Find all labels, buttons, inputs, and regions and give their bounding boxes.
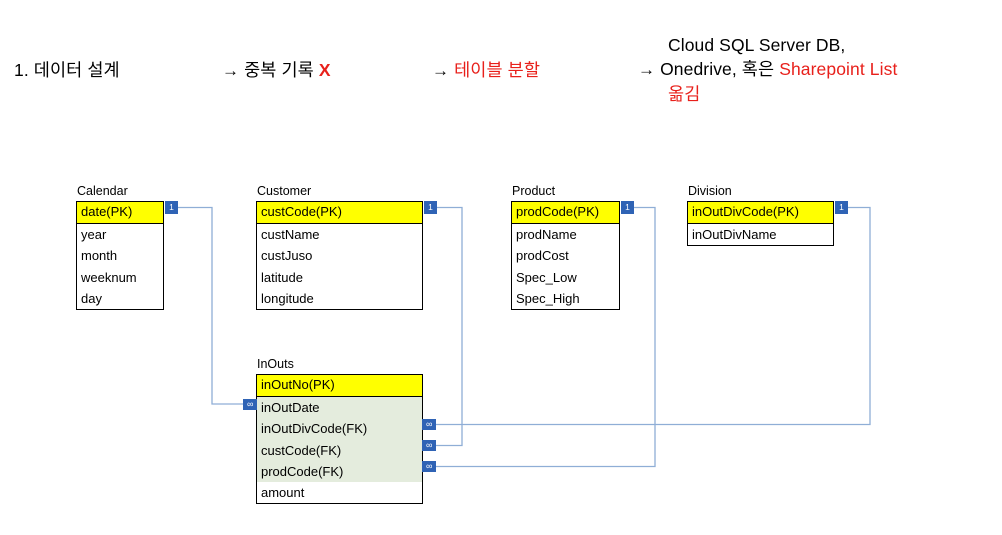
field-row: latitude (257, 266, 422, 288)
field-row: date(PK) (77, 202, 163, 224)
field-row: Spec_Low (512, 266, 619, 288)
field-row: Spec_High (512, 287, 619, 310)
entity-box-customer: custCode(PK) custName custJuso latitude … (256, 201, 423, 311)
field-row: custName (257, 224, 422, 246)
field-row: custCode(PK) (257, 202, 422, 224)
arrow-icon: → (432, 61, 450, 80)
connector-calendar-inouts (178, 206, 251, 405)
field-row: weeknum (77, 266, 163, 288)
field-row: prodCode(FK) (257, 460, 422, 483)
cardinality-badge-one-customer: 1 (424, 201, 437, 214)
header-step-4-line3: 옮김 (668, 84, 701, 104)
field-row: inOutDivCode(FK) (257, 418, 422, 440)
arrow-icon: → (222, 61, 240, 80)
connector-customer-inouts (434, 206, 463, 447)
header-step-4-line2-red: Sharepoint List (779, 59, 898, 79)
entity-box-division: inOutDivCode(PK) inOutDivName (687, 201, 834, 247)
field-row: custJuso (257, 245, 422, 267)
field-row: prodCode(PK) (512, 202, 619, 224)
header-step-2-label: 중복 기록 (244, 60, 314, 80)
header-step-2-mark: X (318, 60, 331, 80)
entity-title-customer: Customer (257, 184, 312, 198)
field-row: prodCost (512, 245, 619, 267)
header-step-3-label: 테이블 분할 (454, 60, 541, 80)
entity-division[interactable]: Division inOutDivCode(PK) inOutDivName (687, 184, 834, 247)
connector-division-inouts (434, 206, 871, 426)
cardinality-badge-one-division: 1 (835, 201, 848, 214)
entity-box-product: prodCode(PK) prodName prodCost Spec_Low … (511, 201, 620, 311)
entity-title-inouts: InOuts (257, 357, 294, 371)
cardinality-badge-one-calendar: 1 (165, 201, 178, 214)
cardinality-badge-many-prodcode: ∞ (422, 461, 436, 472)
header-step-4-line2-black: Onedrive, 혹은 (660, 59, 780, 79)
field-row: inOutNo(PK) (257, 375, 422, 397)
arrow-icon: → (638, 60, 656, 79)
connector-product-inouts (434, 206, 656, 468)
header-step-3: → 테이블 분할 (432, 58, 540, 83)
entity-customer[interactable]: Customer custCode(PK) custName custJuso … (256, 184, 423, 311)
entity-calendar[interactable]: Calendar date(PK) year month weeknum day (76, 184, 164, 311)
header-row: 1. 데이터 설계 → 중복 기록 X → 테이블 분할 Cloud SQL S… (0, 0, 1002, 130)
cardinality-badge-many-custcode: ∞ (422, 440, 436, 451)
header-step-4: Cloud SQL Server DB, → Onedrive, 혹은 Shar… (638, 33, 998, 106)
field-row: month (77, 245, 163, 267)
field-row: inOutDate (257, 397, 422, 419)
header-step-4-line1: Cloud SQL Server DB, (668, 35, 846, 55)
field-row: year (77, 224, 163, 246)
field-row: prodName (512, 224, 619, 246)
entity-title-division: Division (688, 184, 732, 198)
cardinality-badge-many-inoutdivcode: ∞ (422, 419, 436, 430)
cardinality-badge-one-product: 1 (621, 201, 634, 214)
field-row: inOutDivCode(PK) (688, 202, 833, 224)
field-row: amount (257, 482, 422, 504)
entity-title-calendar: Calendar (77, 184, 128, 198)
entity-title-product: Product (512, 184, 556, 198)
cardinality-badge-many-inoutdate: ∞ (243, 399, 257, 410)
field-row: custCode(FK) (257, 439, 422, 461)
entity-box-inouts: inOutNo(PK) inOutDate inOutDivCode(FK) c… (256, 374, 423, 505)
header-step-2: → 중복 기록 X (222, 58, 331, 83)
entity-inouts[interactable]: InOuts inOutNo(PK) inOutDate inOutDivCod… (256, 357, 423, 505)
field-row: longitude (257, 287, 422, 310)
field-row: day (77, 287, 163, 310)
entity-product[interactable]: Product prodCode(PK) prodName prodCost S… (511, 184, 620, 311)
entity-box-calendar: date(PK) year month weeknum day (76, 201, 164, 311)
page-title: 1. 데이터 설계 (14, 60, 120, 80)
field-row: inOutDivName (688, 224, 833, 246)
